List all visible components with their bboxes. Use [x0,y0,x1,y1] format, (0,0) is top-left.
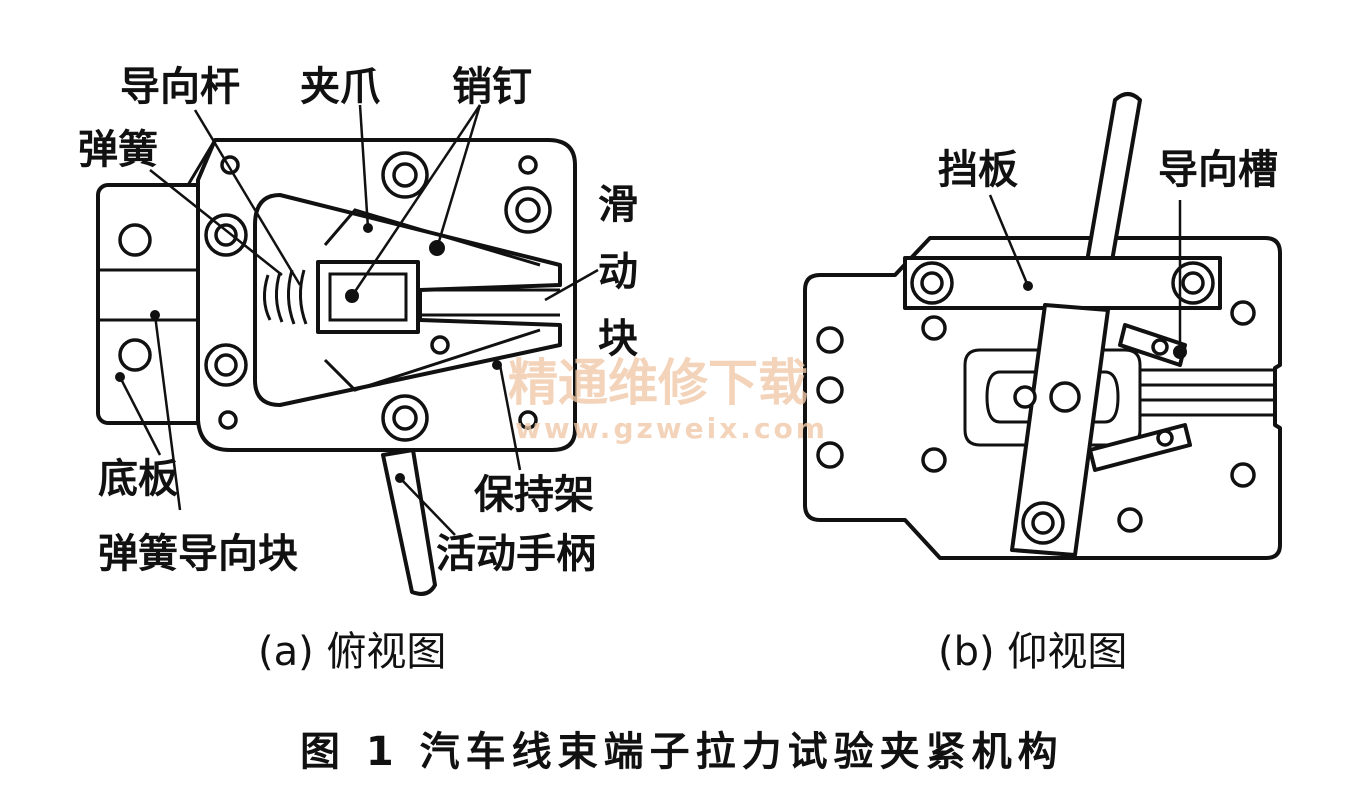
label-slider-1: 滑 [598,182,638,228]
label-holder: 保持架 [474,472,594,518]
label-slider-2: 动 [598,249,638,295]
label-baffle: 挡板 [938,147,1018,193]
bottom-view-drawing [803,92,1282,560]
label-jaw: 夹爪 [300,64,380,110]
baffle [903,256,1222,310]
label-slider-3: 块 [598,316,638,362]
spring [263,269,308,325]
watermark-text: 精通维修下载 [508,354,808,412]
bottom-view-leaders [988,194,1182,352]
label-base-plate: 底板 [98,456,178,502]
label-guide-slot: 导向槽 [1158,147,1278,193]
label-pin: 销钉 [452,64,532,110]
figure-caption: 图 1 汽车线束端子拉力试验夹紧机构 [300,729,1064,775]
top-view-drawing [96,138,577,596]
subtitle-bottom-view: (b) 仰视图 [938,629,1127,675]
watermark: 精通维修下载 www.gzweix.com [508,354,828,445]
base-plate [96,183,210,425]
subtitle-top-view: (a) 俯视图 [258,629,446,675]
watermark-url: www.gzweix.com [515,412,828,445]
movable-handle-bar [381,448,437,596]
label-spring-guide-block: 弹簧导向块 [98,531,298,577]
top-view-leaders [118,104,599,536]
bottom-view-labels: 挡板 导向槽 (b) 仰视图 [938,147,1278,675]
label-guide-rod: 导向杆 [120,64,240,110]
top-view-labels: 导向杆 夹爪 销钉 弹簧 滑 动 块 底板 弹簧导向块 保持架 活动手柄 (a)… [78,64,638,675]
lever [1010,303,1110,557]
label-spring: 弹簧 [78,127,158,173]
label-movable-handle: 活动手柄 [436,531,596,577]
